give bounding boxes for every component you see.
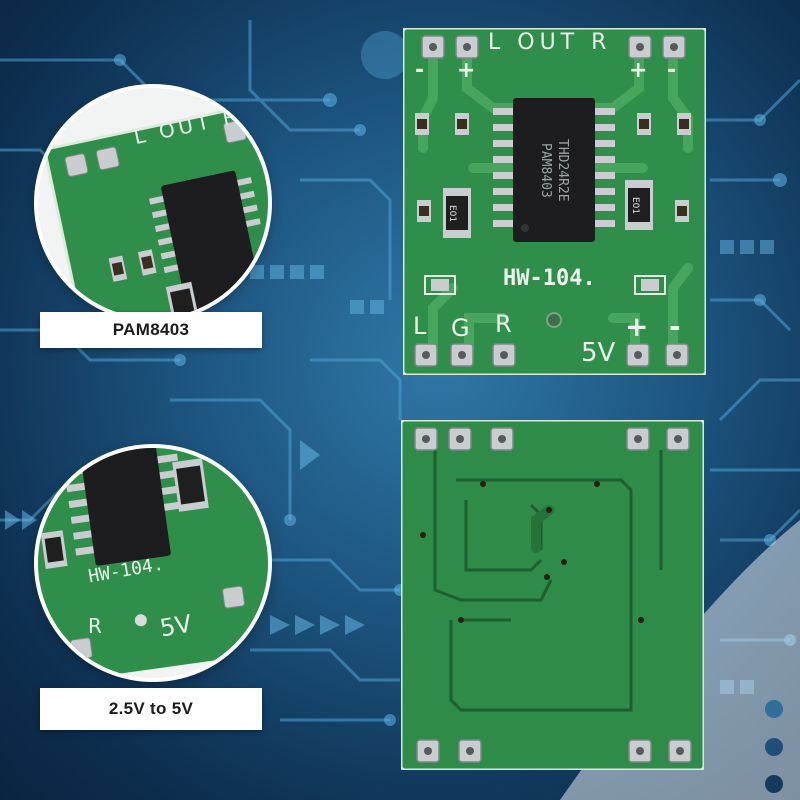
pcb-board-bottom [399,418,706,772]
chip-line-1: PAM8403 [538,142,553,198]
silk-sign-3: + [629,58,648,83]
pcb-board-top: L OUT R - + + - PAM8403 THD24R2E E01 E01… [401,26,708,377]
pin-label-l: L [413,312,427,340]
power-sign-plus: + [625,310,649,343]
silk-sign-1: - [415,58,425,83]
chip-line-2: THD24R2E [555,138,570,202]
model-label: HW-104. [503,266,596,291]
resistor-code-left: E01 [447,205,457,223]
carousel-dot-1[interactable] [765,700,783,718]
power-label: 5V [581,338,616,368]
pin-label-g: G [451,314,470,342]
chip-marking: PAM8403 THD24R2E [511,98,597,242]
callout-label-voltage: 2.5V to 5V [40,688,262,730]
carousel-dots [762,700,786,800]
power-sign-minus: - [669,310,681,343]
silk-out-label: L OUT R [488,30,612,55]
callout-label-pam8403: PAM8403 [40,312,262,348]
resistor-code-right: E01 [630,197,640,215]
carousel-dot-3[interactable] [765,775,783,793]
magnified-power-label: 5V [157,609,194,643]
magnified-view-bottom: HW-104. 5V R [38,448,268,678]
carousel-dot-2[interactable] [765,738,783,756]
magnified-pin-r: R [88,614,102,638]
pin-label-r: R [495,310,512,338]
magnified-view-top: L OUT R [38,88,268,318]
silk-sign-2: + [457,58,476,83]
silk-sign-4: - [667,58,677,83]
